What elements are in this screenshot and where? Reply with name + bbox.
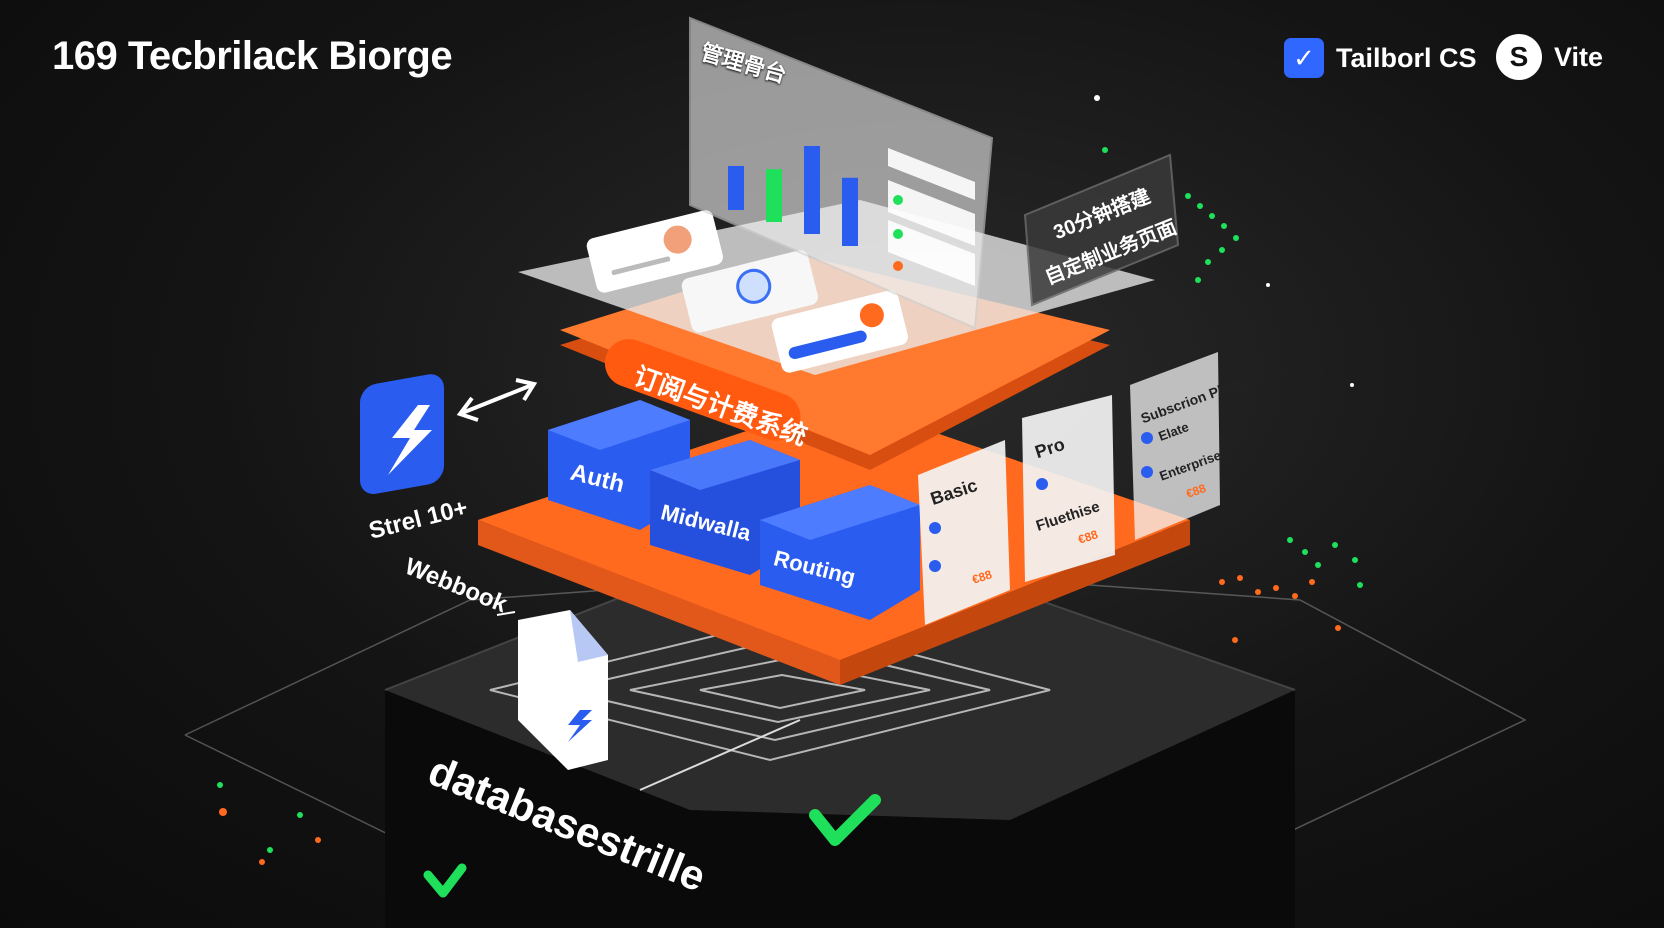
database-block bbox=[384, 568, 1296, 928]
dashboard-bar bbox=[728, 166, 744, 210]
brand-tailwind-label: Tailborl CS bbox=[1336, 42, 1477, 73]
brand-vite-label: Vite bbox=[1554, 41, 1604, 72]
dashboard-panel bbox=[689, 16, 994, 330]
brand-vite: S Vite bbox=[1496, 34, 1603, 80]
glass-panel-floor bbox=[518, 200, 1155, 375]
dashboard-bar bbox=[766, 169, 782, 222]
decorative-dots bbox=[217, 95, 1363, 865]
checkmark-badge-icon: ✓ bbox=[1284, 38, 1324, 78]
dashboard-bar bbox=[842, 177, 858, 246]
callout-card bbox=[1023, 153, 1180, 307]
bidirectional-arrow-icon bbox=[456, 378, 538, 422]
brand-tailwind: ✓ Tailborl CS bbox=[1284, 38, 1477, 78]
s-logo-icon: S bbox=[1496, 34, 1542, 80]
dashboard-bar bbox=[804, 146, 820, 234]
routing-block bbox=[760, 485, 920, 620]
document-icon bbox=[518, 610, 608, 770]
check-icon-small bbox=[423, 863, 467, 898]
pricing-cards bbox=[918, 352, 1220, 625]
check-icon-large bbox=[809, 794, 881, 846]
page-title: 169 Tecbrilack Biorge bbox=[52, 34, 453, 78]
lightning-bolt-icon bbox=[360, 374, 444, 494]
webhook-connector bbox=[496, 611, 516, 616]
